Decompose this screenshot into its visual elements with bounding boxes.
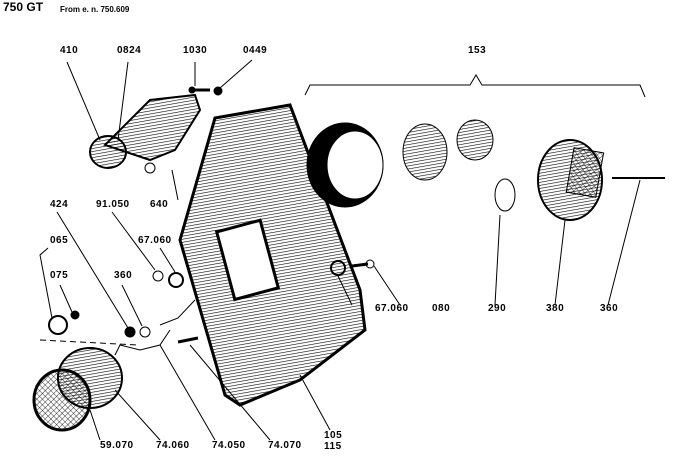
part-label: 360 bbox=[114, 270, 133, 281]
nut-640 bbox=[144, 162, 156, 174]
part-label: 91.050 bbox=[96, 199, 130, 210]
group-bracket-153 bbox=[304, 74, 646, 98]
model-title: 750 GT bbox=[3, 0, 44, 14]
nut-0449 bbox=[213, 86, 223, 96]
part-label: 0824 bbox=[117, 45, 142, 56]
washer-360 bbox=[139, 326, 151, 338]
lamp-lens-59070 bbox=[32, 368, 92, 432]
part-label: 74.050 bbox=[212, 440, 246, 451]
part-label: 67.060 bbox=[375, 303, 409, 314]
part-label: 380 bbox=[546, 303, 565, 314]
part-label: 59.070 bbox=[100, 440, 134, 451]
nut-424 bbox=[124, 326, 136, 338]
part-label: 1030 bbox=[183, 45, 208, 56]
part-label: 115 bbox=[324, 441, 342, 452]
part-label: 080 bbox=[432, 303, 451, 314]
nut-91050 bbox=[152, 270, 164, 282]
part-label: 424 bbox=[50, 199, 69, 210]
part-label: 410 bbox=[60, 45, 79, 56]
part-label: 105 bbox=[324, 430, 343, 441]
part-label: 290 bbox=[488, 303, 507, 314]
washer-67060-right bbox=[330, 260, 346, 276]
bracket-74050 bbox=[114, 299, 196, 356]
nut-075 bbox=[70, 310, 80, 320]
plate-support-arm bbox=[103, 93, 202, 162]
washer-67060 bbox=[168, 272, 184, 288]
bulb-holder bbox=[456, 119, 494, 161]
part-label: 065 bbox=[50, 235, 69, 246]
lamp-base-plate bbox=[402, 123, 448, 181]
part-label: 74.070 bbox=[268, 440, 302, 451]
part-label: 67.060 bbox=[138, 235, 172, 246]
part-label: 153 bbox=[468, 45, 487, 56]
part-label: 360 bbox=[600, 303, 619, 314]
bulb-290 bbox=[494, 178, 516, 212]
serial-note: From e. n. 750.609 bbox=[60, 5, 130, 14]
washer-065 bbox=[48, 315, 68, 335]
part-label: 0449 bbox=[243, 45, 268, 56]
lamp-410 bbox=[89, 135, 127, 169]
part-label: 075 bbox=[50, 270, 69, 281]
part-label: 640 bbox=[150, 199, 169, 210]
part-label: 74.060 bbox=[156, 440, 190, 451]
